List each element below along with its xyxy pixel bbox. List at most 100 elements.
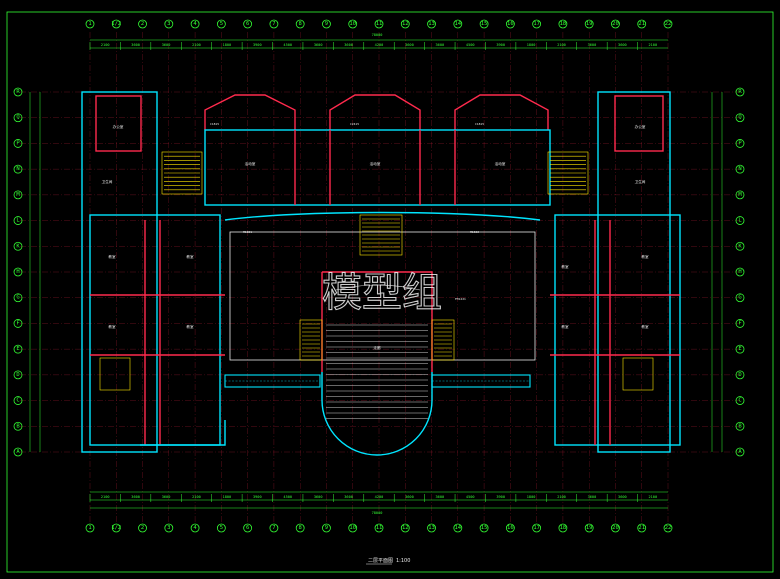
room-label: 教室 xyxy=(561,264,569,269)
right-classroom-block xyxy=(554,214,681,446)
axis-bubble-G: G xyxy=(13,293,23,303)
dimension-label: 2100 xyxy=(648,495,657,499)
axis-bubble-8: 8 xyxy=(295,523,305,533)
door-tag: FM1221 xyxy=(455,297,466,301)
dimension-label: 3600 xyxy=(436,43,445,47)
svg-text:R: R xyxy=(738,89,742,95)
svg-text:D: D xyxy=(16,372,19,378)
axis-bubble-5: 5 xyxy=(216,523,226,533)
axis-bubble-4: 4 xyxy=(190,19,200,29)
door-tag: C1815 xyxy=(475,122,484,126)
svg-text:C: C xyxy=(738,398,741,404)
svg-text:E: E xyxy=(16,346,19,352)
svg-text:7: 7 xyxy=(272,525,275,531)
dimension-label: 3600 xyxy=(588,495,597,499)
axis-bubble-D: D xyxy=(13,370,23,380)
svg-text:Q: Q xyxy=(738,115,741,121)
dimension-label: 2100 xyxy=(648,43,657,47)
axis-bubble-16: 16 xyxy=(505,19,515,29)
axis-bubble-15: 15 xyxy=(479,523,489,533)
dimension-label: 2100 xyxy=(192,43,201,47)
svg-text:2: 2 xyxy=(141,21,144,27)
svg-text:N: N xyxy=(738,166,741,172)
right-wing-outer-wall xyxy=(597,91,671,453)
dimension-label: 3600 xyxy=(405,43,414,47)
stair-hall-right xyxy=(431,319,455,361)
dimension-label: 3600 xyxy=(436,495,445,499)
room-label: 办公室 xyxy=(635,124,646,129)
stair-top-left xyxy=(161,151,203,195)
stair-bottom-left xyxy=(99,357,131,391)
axis-bubble-22: 22 xyxy=(663,19,673,29)
axis-bubble-17: 17 xyxy=(532,19,542,29)
svg-text:P: P xyxy=(16,140,20,146)
axis-bubble-13: 13 xyxy=(427,523,436,533)
axis-bubble-6: 6 xyxy=(243,19,253,29)
svg-text:A: A xyxy=(16,449,20,455)
axis-bubble-3: 3 xyxy=(164,523,174,533)
svg-text:B: B xyxy=(16,423,20,429)
left-wing-outer-wall xyxy=(81,91,158,453)
axis-bubble-9: 9 xyxy=(322,523,331,533)
axis-bubble-5: 5 xyxy=(216,19,226,29)
svg-text:18: 18 xyxy=(560,21,567,27)
door-tag: M1021 xyxy=(243,230,252,234)
axis-bubble-A: A xyxy=(735,447,745,457)
dimension-label: 1800 xyxy=(527,495,536,499)
axis-bubble-13: 13 xyxy=(427,19,436,29)
svg-text:11: 11 xyxy=(376,525,383,531)
axis-bubble-B: B xyxy=(735,421,745,431)
svg-text:11: 11 xyxy=(376,21,383,27)
axis-bubble-P: P xyxy=(735,139,745,148)
axis-bubble-R: R xyxy=(735,87,745,97)
room-label: 办公室 xyxy=(113,124,124,129)
watermark-text: 模型组 xyxy=(322,270,442,316)
entrance-hall-arc xyxy=(321,372,433,456)
axis-bubble-F: F xyxy=(735,319,745,328)
room-labels: 办公室 办公室 教室 教室 教室 教室 教室 教室 教室 教室 活动室 活动室 … xyxy=(102,122,649,350)
svg-text:8: 8 xyxy=(299,525,302,531)
dimension-label: 3900 xyxy=(253,495,262,499)
svg-text:16: 16 xyxy=(507,21,514,27)
dimension-label: 2100 xyxy=(101,43,110,47)
room-label: 教室 xyxy=(108,254,116,259)
grid-bubbles: 111/21/222334455667788991010111112121313… xyxy=(13,19,745,533)
axis-bubble-10: 10 xyxy=(348,523,358,533)
axis-bubble-L: L xyxy=(735,216,745,225)
axis-bubble-G: G xyxy=(735,293,745,303)
dimension-label: 4200 xyxy=(375,495,384,499)
svg-text:20: 20 xyxy=(612,21,619,27)
drawing-scale-text: 1:100 xyxy=(396,558,410,564)
axis-bubble-11: 11 xyxy=(374,523,384,533)
axis-bubble-16: 16 xyxy=(505,523,515,533)
dimension-rows: 2100210036003600360036002100210018001800… xyxy=(29,39,723,509)
svg-text:Q: Q xyxy=(16,115,19,121)
svg-text:E: E xyxy=(738,346,741,352)
svg-text:C: C xyxy=(16,398,19,404)
axis-bubble-Q: Q xyxy=(735,113,745,123)
dimension-label: 3600 xyxy=(405,495,414,499)
svg-text:13: 13 xyxy=(428,525,435,531)
svg-text:G: G xyxy=(738,295,741,301)
svg-text:15: 15 xyxy=(481,21,488,27)
axis-bubble-14: 14 xyxy=(453,19,463,29)
svg-text:22: 22 xyxy=(665,525,672,531)
axis-bubble-N: N xyxy=(13,164,23,174)
svg-text:G: G xyxy=(16,295,19,301)
svg-text:7: 7 xyxy=(272,21,275,27)
dimension-label: 3600 xyxy=(131,495,140,499)
svg-text:3: 3 xyxy=(167,525,170,531)
axis-bubble-F: F xyxy=(13,319,23,328)
top-pavilion-center xyxy=(329,94,421,130)
axis-bubble-20: 20 xyxy=(611,523,620,533)
room-label: 教室 xyxy=(641,324,649,329)
svg-text:18: 18 xyxy=(560,525,567,531)
axis-bubble-8: 8 xyxy=(295,19,305,29)
axis-bubble-H: H xyxy=(735,267,745,277)
stair-top-right xyxy=(547,151,589,195)
axis-bubble-19: 19 xyxy=(584,19,594,29)
axis-bubble-C: C xyxy=(13,396,23,405)
axis-bubble-19: 19 xyxy=(584,523,594,533)
svg-text:H: H xyxy=(16,269,19,275)
building-walls xyxy=(81,91,681,456)
